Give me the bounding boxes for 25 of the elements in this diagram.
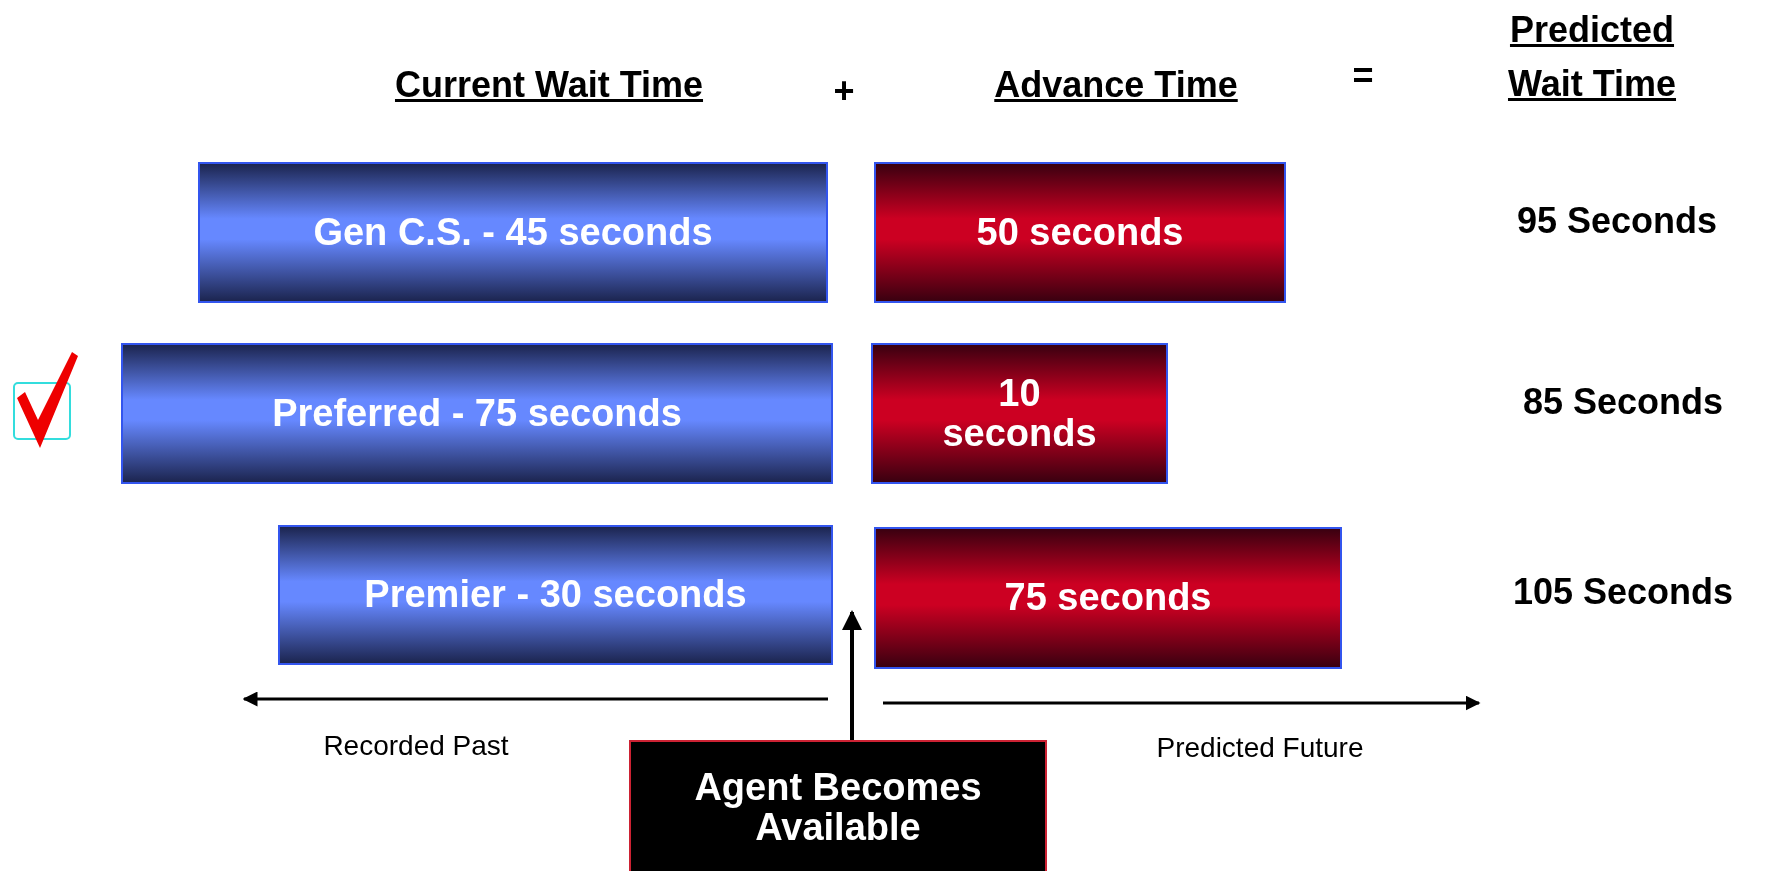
bar-label: Premier - 30 seconds: [364, 575, 747, 615]
axis-label: Predicted Future: [1156, 732, 1364, 764]
column-heading: Advance Time: [994, 64, 1238, 106]
bar-label: Agent Becomes Available: [693, 767, 983, 848]
column-heading: Predicted Wait Time: [1507, 8, 1677, 106]
column-heading: Current Wait Time: [395, 64, 703, 106]
bar-label: 10 seconds: [941, 373, 1098, 454]
total-value: 105 Seconds: [1512, 571, 1734, 613]
total-value: 85 Seconds: [1522, 381, 1724, 423]
advance-time-bar: [871, 343, 1168, 484]
equals-sign: =: [1352, 55, 1374, 97]
arrow: [842, 610, 862, 740]
bar-label: 75 seconds: [1004, 578, 1212, 618]
plus-sign: +: [833, 70, 855, 112]
current-wait-bar: [278, 525, 833, 665]
advance-time-bar: [874, 162, 1286, 303]
bar-label: Gen C.S. - 45 seconds: [313, 212, 713, 253]
event-box: [629, 740, 1047, 871]
current-wait-bar: [198, 162, 828, 303]
total-value: 95 Seconds: [1516, 200, 1718, 242]
bar-label: 50 seconds: [976, 212, 1184, 253]
advance-time-bar: [874, 527, 1342, 669]
bar-label: Preferred - 75 seconds: [272, 393, 682, 434]
current-wait-bar: [121, 343, 833, 484]
axis-label: Recorded Past: [323, 730, 509, 762]
